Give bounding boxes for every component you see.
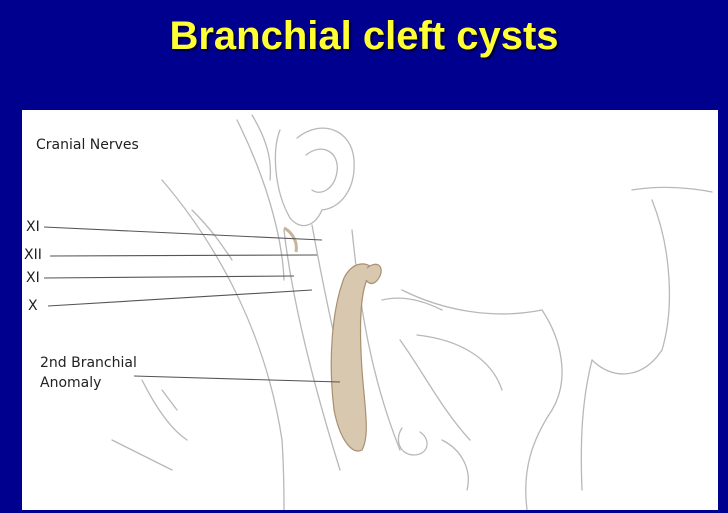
ear-helix	[296, 127, 355, 211]
anomaly-label-line1: 2nd Branchial	[40, 355, 137, 371]
throat-outline	[525, 309, 563, 510]
nerve-label-xi-upper: XI	[26, 219, 40, 235]
nerve-label-x: X	[28, 298, 38, 314]
figure-heading: Cranial Nerves	[36, 137, 139, 153]
nerve-label-xi-lower: XI	[26, 270, 40, 286]
neck-back-outline	[161, 179, 285, 510]
slide-title: Branchial cleft cysts	[169, 14, 559, 58]
anomaly-label-line2: Anomaly	[40, 375, 102, 391]
leader-lines	[43, 226, 341, 383]
ear-outline	[274, 129, 323, 227]
jaw-outline	[401, 289, 543, 315]
neck-anatomy-drawing	[43, 114, 713, 510]
nerve-label-xii: XII	[24, 247, 42, 263]
branchial-cyst-shape	[283, 226, 382, 452]
anatomy-illustration: Cranial Nerves XI XII XI X 2nd Branchial…	[22, 110, 718, 510]
